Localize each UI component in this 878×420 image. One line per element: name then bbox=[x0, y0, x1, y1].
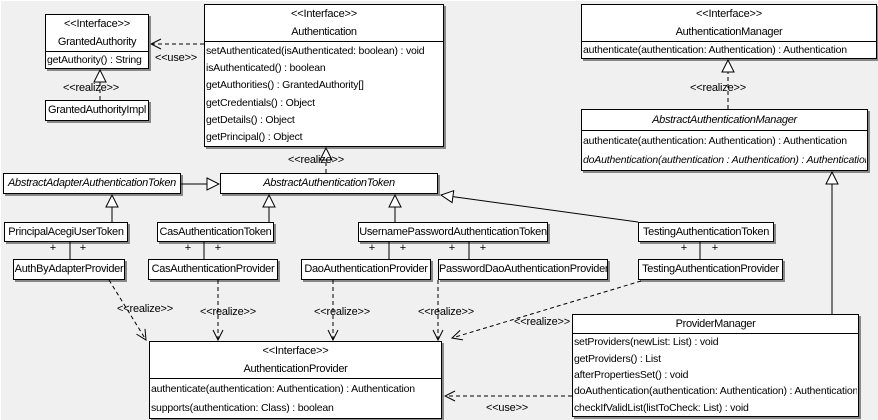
class-granted-authority-impl[interactable]: GrantedAuthorityImpl bbox=[45, 100, 149, 121]
realize-label: <<realize>> bbox=[690, 82, 746, 94]
class-header: ProviderManager bbox=[573, 315, 858, 333]
method: afterPropertiesSet() : void bbox=[574, 368, 689, 381]
class-name: PrincipalAcegiUserToken bbox=[8, 225, 124, 238]
class-name: ProviderManager bbox=[675, 318, 756, 330]
class-header: <<Interface>> Authentication bbox=[205, 5, 443, 41]
method: authenticate(authentication: Authenticat… bbox=[583, 44, 847, 56]
stereotype-label: <<Interface>> bbox=[696, 8, 762, 20]
methods-compartment: authenticate(authentication: Authenticat… bbox=[582, 130, 867, 170]
class-dao-authentication-provider[interactable]: DaoAuthenticationProvider bbox=[301, 259, 431, 280]
class-name: CasAuthenticationProvider bbox=[151, 263, 275, 275]
methods-compartment: setProviders(newList: List) : void getPr… bbox=[573, 333, 858, 416]
class-header: <<Interface>> AuthenticationManager bbox=[582, 5, 876, 41]
method: getProviders() : List bbox=[574, 352, 661, 365]
class-abstract-adapter-authentication-token[interactable]: AbstractAdapterAuthenticationToken bbox=[3, 173, 181, 194]
method: authenticate(authentication: Authenticat… bbox=[583, 134, 847, 147]
association-end-label: + bbox=[479, 242, 487, 254]
class-header: <<Interface>> AuthenticationProvider bbox=[150, 342, 441, 378]
method: getCredentials() : Object bbox=[206, 96, 315, 109]
stereotype-label: <<Interface>> bbox=[291, 8, 357, 20]
class-name: DaoAuthenticationProvider bbox=[304, 263, 428, 275]
association-end-label: + bbox=[49, 242, 57, 254]
class-authentication-manager[interactable]: <<Interface>> AuthenticationManager auth… bbox=[581, 4, 877, 59]
method: getDetails() : Object bbox=[206, 113, 295, 126]
class-name: UsernamePasswordAuthenticationToken bbox=[359, 225, 547, 238]
association-end-label: + bbox=[399, 242, 407, 254]
class-authentication[interactable]: <<Interface>> Authentication setAuthenti… bbox=[204, 4, 444, 147]
realize-label: <<realize>> bbox=[63, 82, 119, 94]
realize-label: <<realize>> bbox=[418, 306, 474, 318]
association-end-label: + bbox=[711, 242, 719, 254]
class-authentication-provider[interactable]: <<Interface>> AuthenticationProvider aut… bbox=[149, 341, 442, 419]
class-granted-authority[interactable]: <<Interface>> GrantedAuthority getAuthor… bbox=[45, 14, 149, 69]
class-cas-authentication-token[interactable]: CasAuthenticationToken bbox=[157, 222, 274, 242]
class-name: PasswordDaoAuthenticationProvider bbox=[439, 263, 608, 275]
method: setAuthenticated(isAuthenticated: boolea… bbox=[206, 44, 425, 57]
use-label: <<use>> bbox=[154, 52, 198, 64]
method: getAuthorities() : GrantedAuthority[] bbox=[206, 79, 364, 92]
method: getAuthority() : String bbox=[47, 54, 142, 66]
class-name: AuthenticationProvider bbox=[243, 363, 348, 375]
method: doAuthentication(authentication : Authen… bbox=[583, 154, 866, 167]
realize-label: <<realize>> bbox=[288, 154, 344, 166]
realize-label: <<realize>> bbox=[200, 306, 256, 318]
class-name: GrantedAuthorityImpl bbox=[48, 104, 146, 116]
realize-label: <<realize>> bbox=[314, 306, 370, 318]
methods-compartment: authenticate(authentication: Authenticat… bbox=[582, 41, 876, 58]
association-end-label: + bbox=[368, 242, 376, 254]
class-name: TestingAuthenticationToken bbox=[642, 225, 770, 238]
association-end-label: + bbox=[448, 242, 456, 254]
realize-label: <<realize>> bbox=[514, 316, 570, 328]
class-name: AbstractAuthenticationToken bbox=[263, 177, 395, 189]
association-end-label: + bbox=[184, 242, 192, 254]
class-abstract-authentication-token[interactable]: AbstractAuthenticationToken bbox=[220, 173, 438, 194]
class-name: Authentication bbox=[291, 26, 357, 38]
generalization-testing-token bbox=[441, 195, 639, 223]
class-name: AuthByAdapterProvider bbox=[14, 263, 124, 275]
class-testing-authentication-token[interactable]: TestingAuthenticationToken bbox=[638, 222, 774, 242]
class-provider-manager[interactable]: ProviderManager setProviders(newList: Li… bbox=[572, 314, 859, 417]
class-name: AbstractAdapterAuthenticationToken bbox=[8, 177, 176, 189]
use-label: <<use>> bbox=[485, 402, 529, 414]
class-header: <<Interface>> GrantedAuthority bbox=[46, 15, 148, 51]
method: setProviders(newList: List) : void bbox=[574, 336, 719, 349]
class-principal-acegi-user-token[interactable]: PrincipalAcegiUserToken bbox=[4, 222, 128, 242]
stereotype-label: <<Interface>> bbox=[262, 345, 329, 357]
method: isAuthenticated() : boolean bbox=[206, 61, 326, 74]
stereotype-label: <<Interface>> bbox=[64, 18, 130, 30]
method: checkIfValidList(listToCheck: List) : vo… bbox=[574, 401, 749, 414]
methods-compartment: setAuthenticated(isAuthenticated: boolea… bbox=[205, 41, 443, 146]
association-end-label: + bbox=[680, 242, 688, 254]
class-name: AuthenticationManager bbox=[675, 26, 783, 38]
realize-label: <<realize>> bbox=[117, 303, 173, 315]
class-auth-by-adapter-provider[interactable]: AuthByAdapterProvider bbox=[13, 259, 125, 280]
class-cas-authentication-provider[interactable]: CasAuthenticationProvider bbox=[148, 259, 278, 280]
association-end-label: + bbox=[214, 242, 222, 254]
association-end-label: + bbox=[79, 242, 87, 254]
class-name: TestingAuthenticationProvider bbox=[642, 263, 779, 275]
class-name: AbstractAuthenticationManager bbox=[652, 114, 797, 126]
methods-compartment: authenticate(authentication: Authenticat… bbox=[150, 378, 441, 418]
method: doAuthentication(authentication: Authent… bbox=[574, 385, 857, 398]
class-name: CasAuthenticationToken bbox=[159, 225, 272, 238]
method: supports(authentication: Class) : boolea… bbox=[151, 402, 334, 415]
class-username-password-authentication-token[interactable]: UsernamePasswordAuthenticationToken bbox=[358, 222, 548, 242]
methods-compartment: getAuthority() : String bbox=[46, 51, 148, 68]
class-header: AbstractAuthenticationManager bbox=[582, 110, 867, 130]
class-name: GrantedAuthority bbox=[57, 36, 137, 48]
class-abstract-authentication-manager[interactable]: AbstractAuthenticationManager authentica… bbox=[581, 109, 868, 171]
method: getPrincipal() : Object bbox=[206, 131, 303, 144]
class-password-dao-authentication-provider[interactable]: PasswordDaoAuthenticationProvider bbox=[438, 259, 608, 280]
method: authenticate(authentication: Authenticat… bbox=[151, 382, 415, 395]
class-testing-authentication-provider[interactable]: TestingAuthenticationProvider bbox=[638, 259, 783, 280]
